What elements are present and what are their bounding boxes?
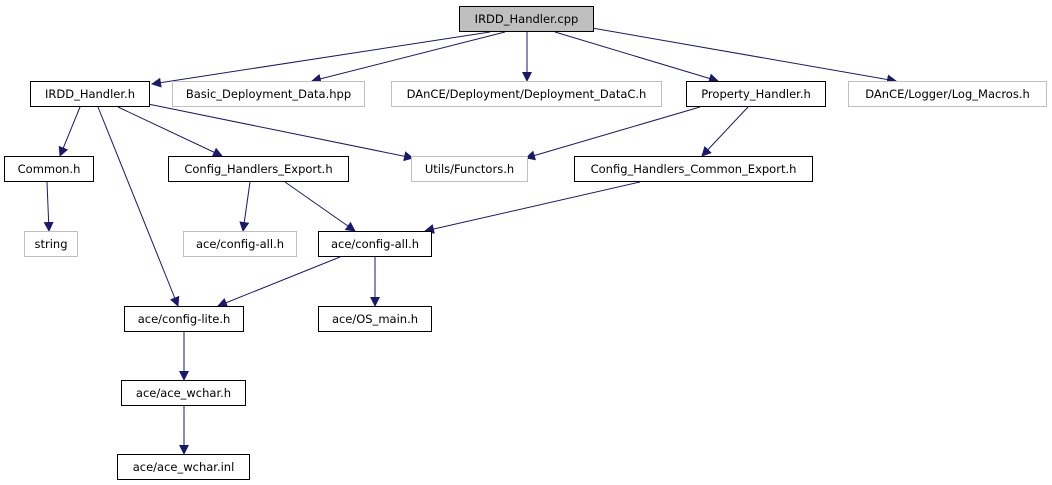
edge-property-common-export bbox=[701, 106, 749, 157]
edge-root-basic-deployment-data bbox=[311, 31, 506, 84]
edge-irdd-config-handlers-export bbox=[117, 106, 223, 157]
node-config-handlers-export[interactable]: Config_Handlers_Export.h bbox=[168, 156, 349, 182]
node-utils-functors: Utils/Functors.h bbox=[411, 156, 528, 182]
edge-common-string bbox=[43, 181, 54, 232]
edge-che-config-all-external bbox=[239, 181, 251, 232]
node-config-handlers-common-export[interactable]: Config_Handlers_Common_Export.h bbox=[574, 156, 813, 182]
edge-chce-config-all bbox=[424, 181, 641, 234]
edge-che-config-all bbox=[284, 181, 356, 232]
edge-irdd-functors bbox=[147, 103, 414, 162]
node-basic-deployment-data: Basic_Deployment_Data.hpp bbox=[172, 81, 365, 107]
node-string: string bbox=[24, 231, 78, 257]
edge-root-irdd-handler-h bbox=[151, 31, 491, 88]
node-irdd-handler-h[interactable]: IRDD_Handler.h bbox=[30, 81, 150, 107]
node-config-lite[interactable]: ace/config-lite.h bbox=[124, 306, 244, 332]
edge-irdd-config-lite bbox=[97, 106, 180, 307]
edge-root-log-macros bbox=[591, 27, 897, 85]
edge-irdd-common bbox=[58, 106, 81, 157]
node-ace-wchar-inl[interactable]: ace/ace_wchar.inl bbox=[117, 454, 250, 480]
node-deployment-datac: DAnCE/Deployment/Deployment_DataC.h bbox=[391, 81, 662, 107]
node-irdd-handler-cpp: IRDD_Handler.cpp bbox=[459, 6, 594, 32]
edge-config-all-config-lite bbox=[217, 256, 341, 308]
node-common-h[interactable]: Common.h bbox=[4, 156, 94, 182]
node-log-macros: DAnCE/Logger/Log_Macros.h bbox=[848, 81, 1047, 107]
edge-root-property-handler bbox=[554, 31, 719, 84]
node-config-all[interactable]: ace/config-all.h bbox=[318, 231, 432, 257]
node-config-all-external: ace/config-all.h bbox=[183, 231, 297, 257]
node-ace-wchar-h[interactable]: ace/ace_wchar.h bbox=[121, 380, 246, 406]
node-os-main[interactable]: ace/OS_main.h bbox=[318, 306, 432, 332]
node-property-handler[interactable]: Property_Handler.h bbox=[686, 81, 826, 107]
edge-property-functors bbox=[525, 106, 701, 161]
